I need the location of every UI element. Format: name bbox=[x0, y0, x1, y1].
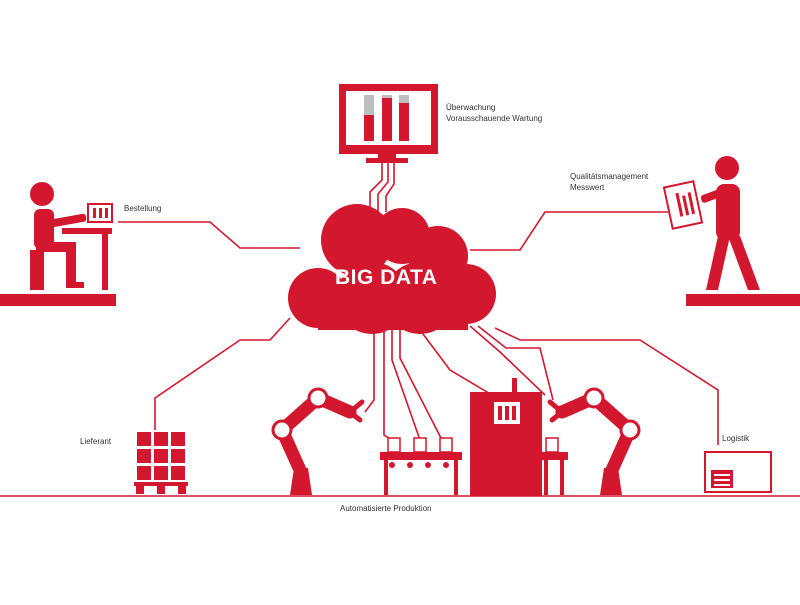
right-platform bbox=[686, 294, 800, 306]
cloud-label: BIG DATA bbox=[335, 266, 438, 289]
truck-icon bbox=[704, 451, 772, 493]
quality-label-line1: Qualitätsmanagement bbox=[570, 172, 649, 181]
order-label: Bestellung bbox=[124, 204, 162, 213]
walking-person-icon bbox=[662, 156, 760, 290]
logistics-label: Logistik bbox=[722, 434, 750, 443]
seated-person-icon bbox=[30, 182, 113, 290]
quality-label-line2: Messwert bbox=[570, 183, 605, 192]
machine-icon bbox=[470, 378, 542, 496]
monitoring-label-line1: Überwachung bbox=[446, 103, 496, 112]
robot-arm-icon bbox=[547, 387, 641, 477]
monitor-icon bbox=[339, 84, 438, 163]
production-label: Automatisierte Produktion bbox=[340, 504, 432, 513]
connector-lines bbox=[0, 162, 800, 497]
robot-base-left bbox=[290, 468, 312, 495]
pallet-icon bbox=[134, 432, 188, 494]
cloud-icon bbox=[288, 204, 496, 334]
left-platform bbox=[0, 294, 116, 306]
supplier-label: Lieferant bbox=[80, 437, 112, 446]
robot-arm-icon bbox=[271, 387, 365, 477]
monitoring-label-line2: Vorausschauende Wartung bbox=[446, 114, 543, 123]
conveyor-right bbox=[540, 437, 568, 495]
conveyor-left bbox=[380, 437, 462, 495]
robot-base-right bbox=[600, 468, 622, 495]
